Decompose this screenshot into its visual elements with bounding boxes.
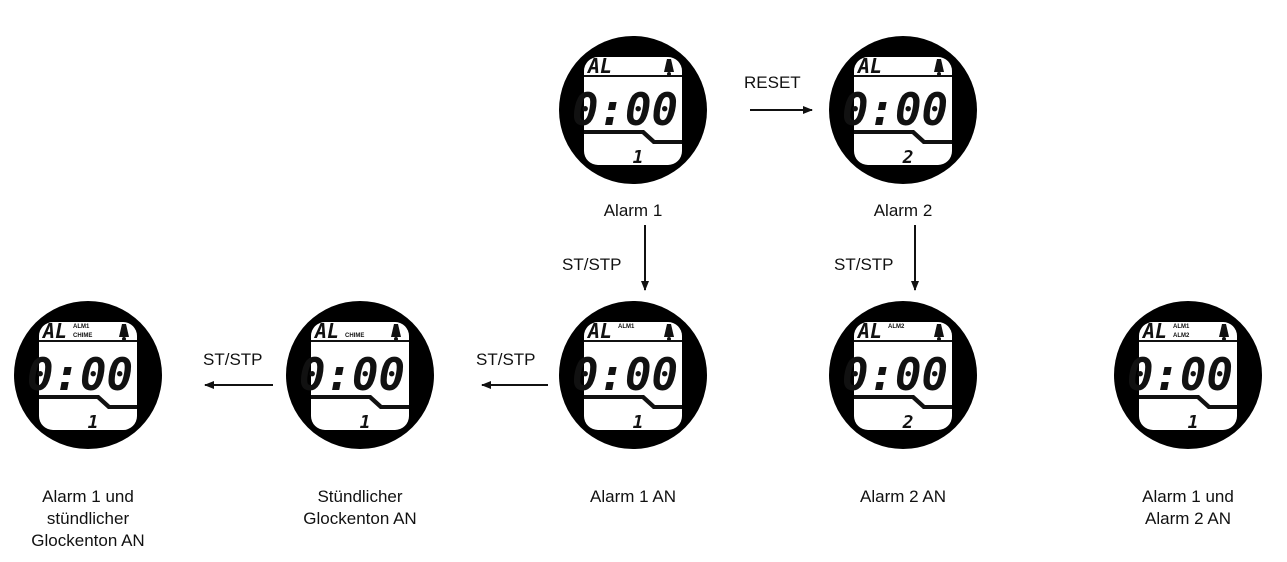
bell-icon bbox=[1219, 324, 1229, 341]
time-display: 0:00 bbox=[299, 350, 405, 401]
watch-alarm1: AL 0:00 Month Date 1 bbox=[558, 35, 708, 185]
al-indicator: AL bbox=[313, 319, 339, 343]
alarm-number: 1 bbox=[88, 412, 99, 433]
bell-icon bbox=[934, 324, 944, 341]
bell-icon bbox=[119, 324, 129, 341]
alarm-sub-indicator-1: ALM1 bbox=[618, 324, 635, 330]
bell-icon bbox=[391, 324, 401, 341]
alarm-number: 1 bbox=[633, 147, 644, 168]
watch-face: AL 0:00 Month Date 2 bbox=[829, 36, 977, 184]
alarm-sub-indicator-2: ALM2 bbox=[1173, 333, 1190, 339]
alarm-number: 1 bbox=[633, 412, 644, 433]
month-date-label: Month Date bbox=[594, 400, 626, 406]
al-indicator: AL bbox=[586, 319, 612, 343]
time-display: 0:00 bbox=[842, 350, 948, 401]
month-date-label: Month Date bbox=[864, 135, 896, 141]
watch-alarm1-alarm2-on: AL ALM1 ALM2 0:00 Month Date 1 bbox=[1113, 300, 1263, 450]
month-date-label: Month Date bbox=[321, 400, 353, 406]
alarm-sub-indicator-1: ALM1 bbox=[1173, 324, 1190, 330]
alarm-number: 2 bbox=[902, 147, 914, 168]
al-indicator: AL bbox=[1141, 319, 1167, 343]
st-stp-label-to-alarm1-chime: ST/STP bbox=[203, 350, 263, 369]
alarm-number: 1 bbox=[1188, 412, 1199, 433]
st-stp-label-to-chime: ST/STP bbox=[476, 350, 536, 369]
month-date-label: Month Date bbox=[594, 135, 626, 141]
watch-alarm1-on: AL ALM1 0:00 Month Date 1 bbox=[558, 300, 708, 450]
watch-alarm2: AL 0:00 Month Date 2 bbox=[828, 35, 978, 185]
watch-face: AL CHIME 0:00 Month Date 1 bbox=[286, 301, 434, 449]
watch-face: AL ALM1 ALM2 0:00 Month Date 1 bbox=[1114, 301, 1262, 449]
al-indicator: AL bbox=[856, 54, 882, 78]
al-indicator: AL bbox=[41, 319, 67, 343]
watch-face: AL 0:00 Month Date 1 bbox=[559, 36, 707, 184]
watch-face: AL ALM1 0:00 Month Date 1 bbox=[559, 301, 707, 449]
alarm-number: 2 bbox=[902, 412, 914, 433]
bell-icon bbox=[934, 59, 944, 76]
caption-alarm1: Alarm 1 bbox=[603, 201, 663, 220]
caption-alarm2: Alarm 2 bbox=[873, 201, 933, 220]
time-display: 0:00 bbox=[572, 85, 678, 136]
caption-alarm1-on: Alarm 1 AN bbox=[590, 487, 676, 506]
al-indicator: AL bbox=[586, 54, 612, 78]
month-date-label: Month Date bbox=[864, 400, 896, 406]
time-display: 0:00 bbox=[27, 350, 133, 401]
month-date-label: Month Date bbox=[1149, 400, 1181, 406]
watch-face: AL ALM2 0:00 Month Date 2 bbox=[829, 301, 977, 449]
month-date-label: Month Date bbox=[49, 400, 81, 406]
st-stp-label-alarm1: ST/STP bbox=[562, 255, 622, 274]
caption-alarm2-on: Alarm 2 AN bbox=[860, 487, 946, 506]
bell-icon bbox=[664, 324, 674, 341]
alarm-sub-indicator-1: ALM1 bbox=[73, 324, 90, 330]
reset-label: RESET bbox=[744, 73, 801, 92]
caption-alarm1-chime-on: Alarm 1 und stündlicher Glockenton AN bbox=[31, 487, 145, 550]
caption-chime-on: Stündlicher Glockenton AN bbox=[303, 487, 417, 528]
time-display: 0:00 bbox=[842, 85, 948, 136]
watch-alarm2-on: AL ALM2 0:00 Month Date 2 bbox=[828, 300, 978, 450]
watch-chime-on: AL CHIME 0:00 Month Date 1 bbox=[285, 300, 435, 450]
alarm-number: 1 bbox=[360, 412, 371, 433]
watch-alarm1-chime-on: AL ALM1 CHIME 0:00 Month Date 1 bbox=[13, 300, 163, 450]
al-indicator: AL bbox=[856, 319, 882, 343]
st-stp-label-alarm2: ST/STP bbox=[834, 255, 894, 274]
alarm-sub-indicator-2: CHIME bbox=[345, 333, 364, 339]
time-display: 0:00 bbox=[1127, 350, 1233, 401]
alarm-sub-indicator-2: CHIME bbox=[73, 333, 92, 339]
bell-icon bbox=[664, 59, 674, 76]
caption-alarm1-alarm2-on: Alarm 1 und Alarm 2 AN bbox=[1142, 487, 1234, 528]
watch-face: AL ALM1 CHIME 0:00 Month Date 1 bbox=[14, 301, 162, 449]
alarm-sub-indicator-1: ALM2 bbox=[888, 324, 905, 330]
time-display: 0:00 bbox=[572, 350, 678, 401]
